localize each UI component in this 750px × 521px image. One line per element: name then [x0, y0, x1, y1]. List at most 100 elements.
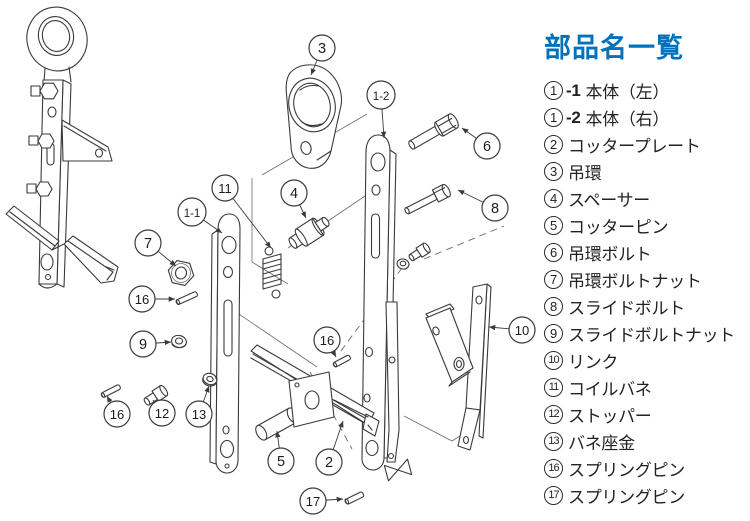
assembled-view: [5, 6, 119, 289]
part-name-label: 吊環ボルト: [568, 245, 652, 264]
cam-mark: [383, 458, 413, 482]
part-name-label: コイルバネ: [568, 380, 652, 399]
gusset-plate: [61, 119, 113, 162]
parts-list-item: 6 吊環ボルト: [544, 239, 750, 266]
part-ring-bolt-nut: [167, 260, 195, 286]
part-spacer: [288, 216, 330, 249]
callout-balloon: [177, 197, 207, 227]
callout-8: 8: [457, 189, 509, 222]
part-number-badge: 4: [544, 189, 563, 208]
ring-bolt-shank: [30, 85, 41, 97]
callout-16: 16: [103, 395, 131, 428]
part-number-badge: 13: [544, 432, 563, 451]
callout-17: 17: [299, 487, 344, 515]
callout-2: 2: [315, 420, 344, 476]
parts-list-item: 12 ストッパー: [544, 401, 750, 428]
callout-number: 10: [515, 323, 529, 338]
part-number-badge: 3: [544, 162, 563, 181]
callout-balloon: [129, 330, 157, 358]
slide-bolt-head: [37, 133, 55, 149]
ring-bolt-head: [39, 82, 59, 100]
part-number-badge: 9: [544, 324, 563, 343]
part-name-label: コッターピン: [568, 218, 669, 237]
callout-5: 5: [267, 430, 295, 475]
part-name-label: ストッパー: [568, 407, 652, 426]
part-name-label: バネ座金: [568, 434, 635, 453]
parts-list-item: 11 コイルバネ: [544, 374, 750, 401]
callout-12: 12: [148, 399, 176, 427]
parts-list-item: 10 リンク: [544, 347, 750, 374]
part-number-badge: 11: [544, 378, 563, 397]
part-name-label: 本体（左）: [585, 83, 670, 102]
part-stopper-right: [408, 242, 431, 262]
part-spring-pin-mid: [332, 354, 351, 368]
part-lifting-ring: [285, 64, 343, 169]
callout-balloon: [211, 174, 239, 202]
callout-number: 4: [290, 186, 298, 202]
part-name-label: スライドボルトナット: [568, 326, 735, 345]
part-name-label: コッタープレート: [568, 137, 701, 156]
parts-list-title: 部品名一覧: [544, 33, 684, 63]
part-number-badge: 17: [544, 486, 563, 505]
callout-balloon: [508, 316, 536, 344]
part-name-label: 本体（右）: [585, 110, 670, 129]
callout-3: 3: [308, 34, 336, 76]
callout-7: 7: [134, 229, 177, 267]
part-name-label: リンク: [568, 353, 619, 372]
callout-number: 9: [139, 337, 147, 353]
part-name-label: スライドボルト: [568, 299, 685, 318]
callout-balloon: [134, 229, 162, 257]
part-number-badge: 6: [544, 243, 563, 262]
callout-balloon: [299, 487, 327, 515]
part-number-suffix: -1: [566, 80, 581, 100]
callout-number: 8: [491, 201, 499, 217]
part-number-badge: 10: [544, 351, 563, 370]
callout-balloon: [148, 399, 176, 427]
callout-number: 7: [144, 236, 152, 252]
part-number-badge: 12: [544, 405, 563, 424]
callout-13: 13: [185, 385, 213, 428]
part-number-badge: 2: [544, 135, 563, 154]
callout-balloon: [315, 448, 343, 476]
callout-number: 16: [110, 407, 124, 422]
part-spring-pin-upper: [175, 291, 198, 305]
parts-list-item: 9 スライドボルトナット: [544, 320, 750, 347]
callout-number: 16: [320, 333, 334, 348]
callout-10: 10: [488, 316, 536, 344]
part-spring-washer: [202, 372, 218, 387]
part-link-left: [383, 301, 413, 482]
callout-number: 3: [318, 41, 326, 57]
callout-number: 13: [192, 407, 206, 422]
part-name-label: 吊環ボルトナット: [568, 272, 702, 291]
part-number-badge: 1: [544, 108, 563, 127]
callout-11: 11: [211, 174, 272, 249]
callout-number: 1-2: [373, 91, 390, 103]
part-coil-spring: [262, 246, 282, 299]
part-number-suffix: -2: [566, 107, 581, 127]
part-number-badge: 16: [544, 459, 563, 478]
callout-number: 17: [306, 494, 320, 509]
callout-6: 6: [461, 127, 501, 160]
part-spring-pin-lower: [100, 384, 121, 398]
part-number-badge: 1: [544, 81, 563, 100]
part-ring-bolt: [408, 113, 459, 150]
callout-number: 6: [483, 139, 491, 155]
part-slide-bolt-nut: [171, 334, 187, 349]
part-number-badge: 7: [544, 270, 563, 289]
callout-balloon: [481, 194, 509, 222]
callout-4: 4: [280, 179, 308, 219]
callout-number: 2: [325, 455, 333, 471]
part-body-right: [361, 134, 397, 471]
callout-16: 16: [313, 326, 341, 358]
